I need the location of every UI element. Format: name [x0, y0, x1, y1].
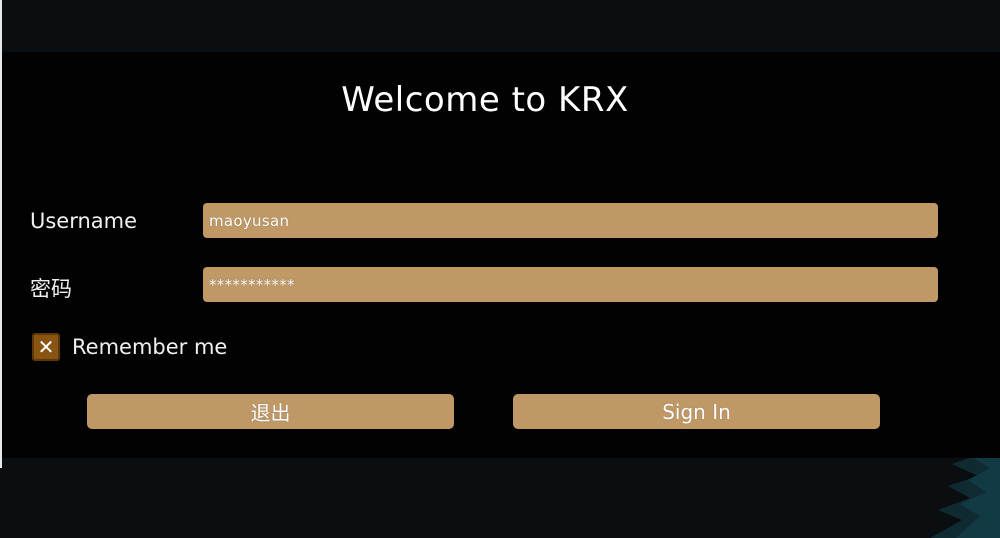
username-label: Username: [30, 209, 138, 233]
exit-button-label: 退出: [250, 401, 291, 425]
password-value: ***********: [209, 275, 295, 294]
dialog-title: Welcome to KRX: [341, 80, 629, 120]
checkbox-check-icon: ✕: [37, 335, 55, 359]
password-label: 密码: [30, 277, 72, 301]
window-edge: [0, 0, 2, 468]
sign-in-button-label: Sign In: [662, 399, 731, 424]
username-input[interactable]: maoyusan: [203, 203, 938, 238]
remember-me-row[interactable]: ✕ Remember me: [32, 333, 227, 361]
login-dialog: Welcome to KRX Username maoyusan 密码 ****…: [2, 52, 1000, 458]
sign-in-button[interactable]: Sign In: [513, 394, 880, 429]
username-value: maoyusan: [209, 211, 290, 230]
exit-button[interactable]: 退出: [87, 394, 454, 429]
remember-me-checkbox[interactable]: ✕: [32, 333, 60, 361]
password-input[interactable]: ***********: [203, 267, 938, 302]
remember-me-label: Remember me: [72, 335, 228, 359]
